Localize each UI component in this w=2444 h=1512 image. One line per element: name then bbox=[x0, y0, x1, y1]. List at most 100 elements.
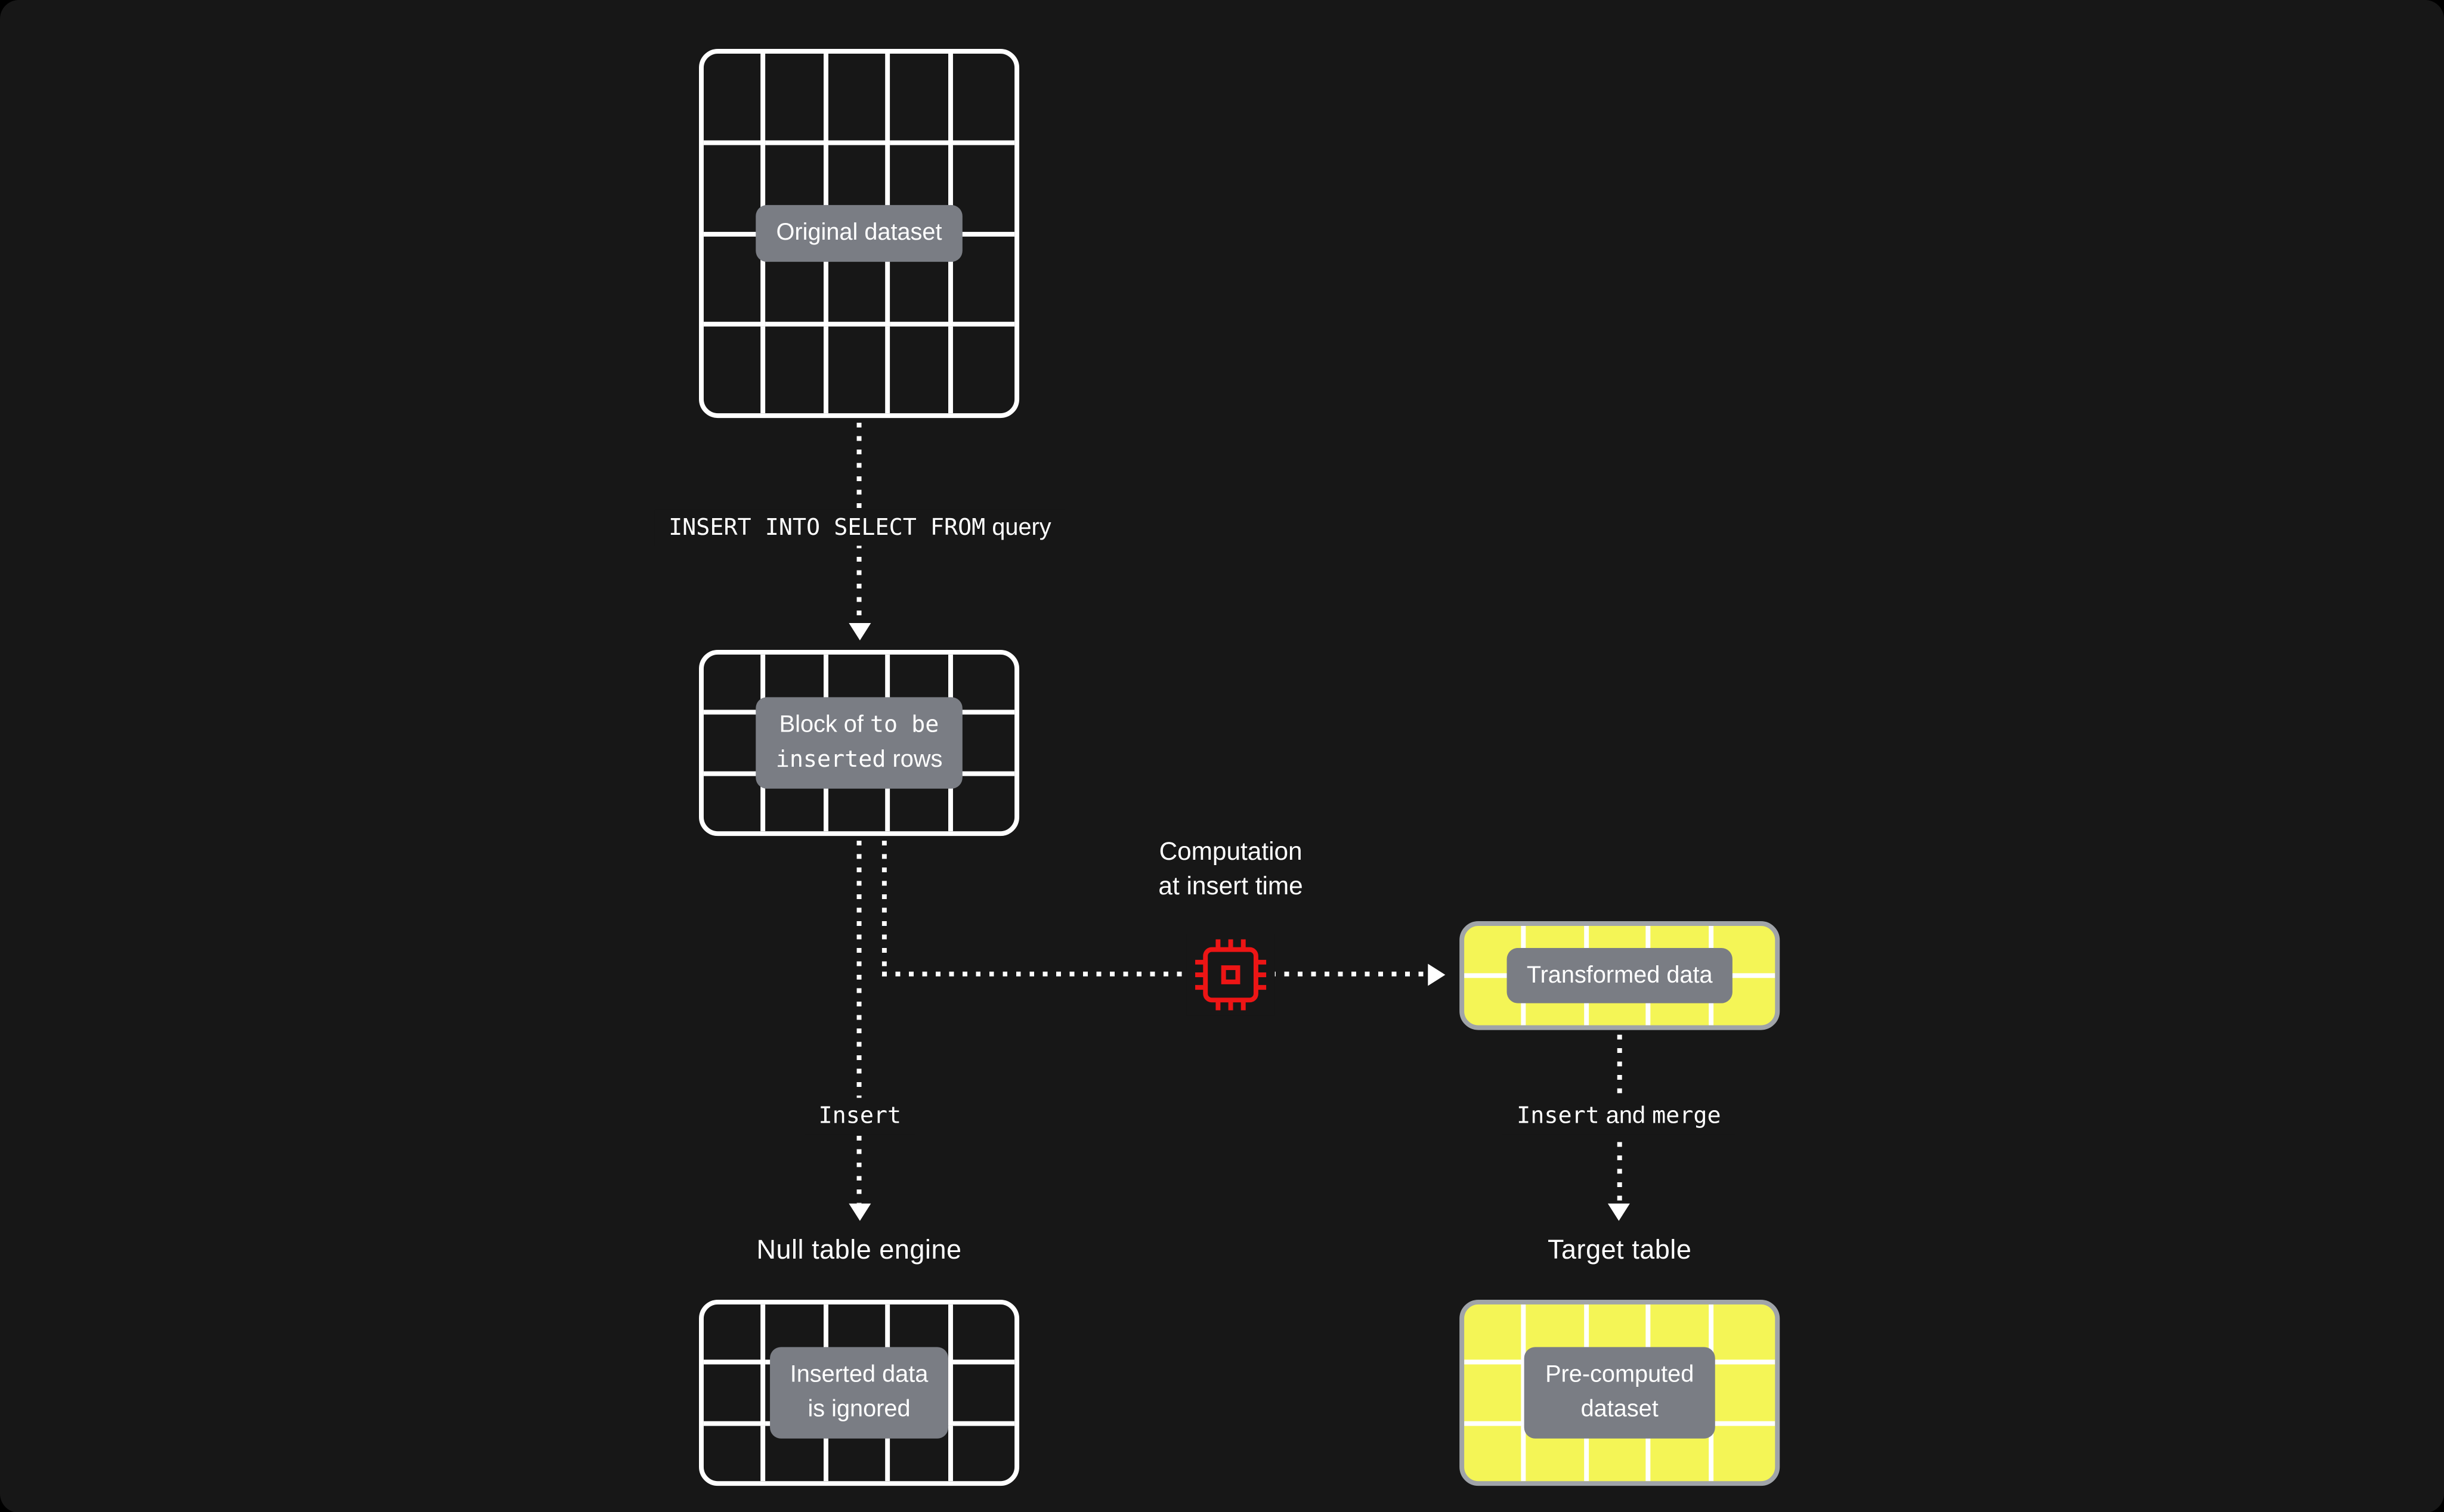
grid-cell bbox=[766, 654, 828, 715]
grid-cell bbox=[890, 1365, 952, 1426]
grid-cell bbox=[828, 775, 890, 832]
grid-cell bbox=[766, 1365, 828, 1426]
grid-cell bbox=[952, 776, 1014, 832]
grid-cell bbox=[952, 1365, 1015, 1426]
grid-cell bbox=[766, 775, 828, 832]
grid-cell bbox=[1464, 925, 1527, 978]
insert-merge-text: and bbox=[1599, 1102, 1653, 1130]
computation-note-line2: at insert time bbox=[1158, 873, 1303, 900]
insert-block-grid-cells bbox=[703, 654, 1015, 832]
grid-cell bbox=[704, 775, 766, 832]
grid-cell bbox=[703, 1304, 766, 1365]
grid-cell bbox=[890, 715, 952, 776]
grid-cell bbox=[952, 54, 1015, 145]
grid-cell bbox=[890, 775, 952, 832]
computation-note: Computation at insert time bbox=[1073, 836, 1388, 904]
grid-cell bbox=[952, 1426, 1014, 1482]
transformed-data-grid-cells bbox=[1464, 925, 1775, 1025]
grid-cell bbox=[890, 1425, 952, 1482]
cpu-chip-icon bbox=[1186, 934, 1275, 1016]
arrowhead-down-icon bbox=[849, 1203, 871, 1221]
grid-cell bbox=[890, 327, 952, 414]
grid-cell bbox=[1651, 978, 1713, 1025]
grid-cell bbox=[952, 655, 1015, 715]
grid-cell bbox=[952, 145, 1015, 236]
edge-insert-merge-label: Insert and merge bbox=[1461, 1098, 1777, 1135]
grid-cell bbox=[1526, 1425, 1589, 1482]
grid-cell bbox=[1713, 926, 1775, 978]
grid-cell bbox=[1588, 925, 1651, 978]
grid-cell bbox=[890, 53, 952, 145]
grid-cell bbox=[1650, 925, 1713, 978]
grid-cell bbox=[766, 715, 828, 776]
grid-cell bbox=[828, 715, 890, 776]
arrowhead-down-icon bbox=[849, 623, 871, 641]
grid-cell bbox=[703, 53, 766, 145]
grid-cell bbox=[766, 327, 828, 414]
original-dataset-grid-cells bbox=[703, 53, 1015, 414]
grid-cell bbox=[1526, 925, 1589, 978]
grid-cell bbox=[1589, 1425, 1651, 1482]
grid-cell bbox=[1650, 1365, 1713, 1426]
grid-cell bbox=[703, 654, 766, 715]
grid-cell bbox=[828, 327, 890, 414]
grid-cell bbox=[1526, 1304, 1589, 1365]
null-table-engine-heading: Null table engine bbox=[756, 1235, 962, 1265]
grid-cell bbox=[1713, 978, 1775, 1025]
grid-cell bbox=[766, 1425, 828, 1482]
grid-cell bbox=[1713, 1426, 1775, 1482]
grid-cell bbox=[1589, 978, 1651, 1025]
grid-cell bbox=[1588, 1304, 1651, 1365]
edge-branch-vertical-line bbox=[881, 841, 887, 977]
grid-cell bbox=[703, 144, 766, 236]
grid-cell bbox=[703, 1365, 766, 1426]
grid-cell bbox=[828, 1425, 890, 1482]
arrowhead-down-icon bbox=[1607, 1203, 1630, 1221]
grid-cell bbox=[704, 327, 766, 414]
grid-cell bbox=[952, 236, 1015, 327]
grid-cell bbox=[1713, 1365, 1775, 1426]
arrowhead-right-icon bbox=[1428, 963, 1446, 986]
grid-cell bbox=[828, 144, 890, 236]
grid-cell bbox=[704, 1425, 766, 1482]
grid-cell bbox=[766, 236, 828, 327]
grid-cell bbox=[766, 1304, 828, 1365]
edge-insert-select-label: INSERT INTO SELECT FROM query bbox=[545, 509, 1175, 546]
cpu-chip-svg bbox=[1195, 939, 1267, 1011]
target-table-heading: Target table bbox=[1548, 1235, 1692, 1265]
grid-cell bbox=[1464, 1304, 1527, 1365]
computation-note-line1: Computation bbox=[1159, 839, 1303, 866]
grid-cell bbox=[828, 1365, 890, 1426]
insert-select-text: query bbox=[985, 514, 1051, 541]
grid-cell bbox=[703, 236, 766, 327]
insert-merge-code-a: Insert bbox=[1517, 1104, 1600, 1130]
grid-cell bbox=[1526, 1365, 1589, 1426]
grid-cell bbox=[703, 715, 766, 776]
null-table-grid-cells bbox=[703, 1304, 1015, 1482]
transformed-data-table: Transformed data bbox=[1459, 921, 1780, 1030]
grid-cell bbox=[1650, 1304, 1713, 1365]
grid-cell bbox=[1526, 978, 1589, 1025]
grid-cell bbox=[828, 53, 890, 145]
grid-cell bbox=[1464, 1365, 1527, 1426]
grid-cell bbox=[1651, 1425, 1713, 1482]
grid-cell bbox=[766, 53, 828, 145]
target-table-grid-cells bbox=[1464, 1304, 1775, 1482]
grid-cell bbox=[828, 236, 890, 327]
grid-cell bbox=[828, 1304, 890, 1365]
grid-cell bbox=[952, 1305, 1015, 1365]
insert-select-code: INSERT INTO SELECT FROM bbox=[669, 516, 986, 541]
grid-cell bbox=[890, 236, 952, 327]
grid-cell bbox=[1464, 1425, 1527, 1482]
insert-code: Insert bbox=[818, 1104, 902, 1130]
grid-cell bbox=[1713, 1305, 1775, 1365]
original-dataset-table: Original dataset bbox=[699, 49, 1020, 419]
insert-merge-code-b: merge bbox=[1652, 1104, 1721, 1130]
grid-cell bbox=[952, 715, 1015, 776]
grid-cell bbox=[766, 144, 828, 236]
edge-insert-label: Insert bbox=[702, 1098, 1017, 1135]
grid-cell bbox=[1588, 1365, 1651, 1426]
